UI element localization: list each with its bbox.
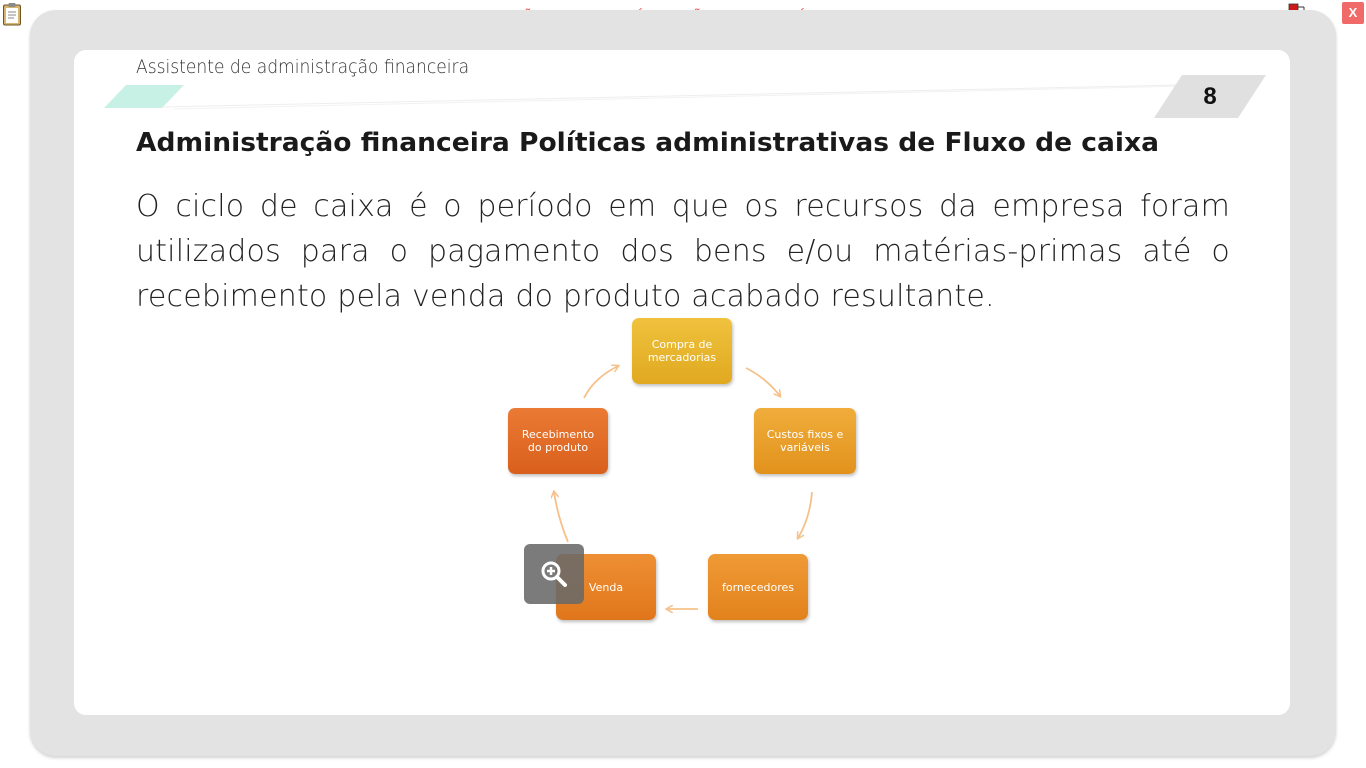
slide-subtitle: Assistente de administração financeira	[136, 56, 470, 78]
node-recebimento-do-produto: Recebimento do produto	[508, 408, 608, 474]
arrow-venda-to-recebimento	[554, 492, 569, 543]
zoom-in-button[interactable]	[524, 544, 584, 604]
arrow-custos-to-fornecedores	[798, 491, 813, 538]
arrow-recebimento-to-compra	[583, 366, 618, 399]
node-fornecedores: fornecedores	[708, 554, 808, 620]
close-button[interactable]: X	[1342, 2, 1364, 24]
node-custos-fixos-e-variaveis: Custos fixos e variáveis	[754, 408, 856, 474]
slide-title: Administração financeira Políticas admin…	[136, 128, 1160, 158]
cycle-arrows	[500, 316, 813, 626]
header-ribbon	[104, 75, 1266, 118]
node-compra-de-mercadorias: Compra de mercadorias	[632, 318, 732, 384]
zoom-in-icon	[541, 561, 567, 587]
page-number: 8	[1203, 83, 1217, 110]
clipboard-icon[interactable]	[2, 2, 22, 26]
slide-body-text: O ciclo de caixa é o período em que os r…	[136, 189, 1230, 314]
arrow-compra-to-custos	[745, 367, 780, 396]
